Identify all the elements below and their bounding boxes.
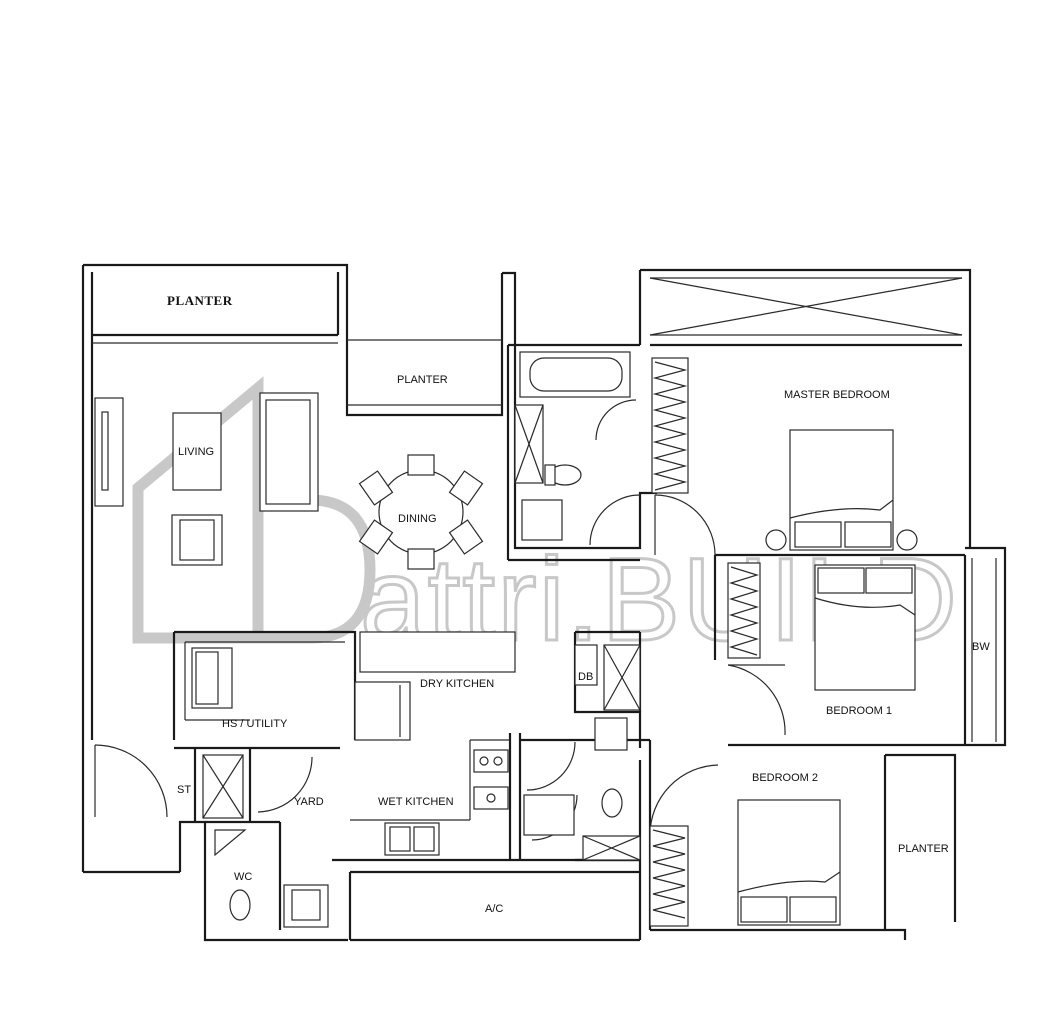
label-ac: A/C [485,903,503,915]
label-living: LIVING [178,446,214,458]
label-planter-right: PLANTER [898,843,949,855]
room-labels: PLANTER PLANTER LIVING DINING MASTER BED… [167,293,990,915]
label-yard: YARD [294,796,324,808]
label-wc: WC [234,871,252,883]
furniture [94,351,997,928]
doors [94,399,786,841]
label-bedroom-1: BEDROOM 1 [826,705,892,717]
label-bw: BW [972,641,990,653]
label-master-bedroom: MASTER BEDROOM [784,389,890,401]
label-st: ST [177,784,191,796]
label-planter-top-left: PLANTER [167,293,233,308]
label-db: DB [578,671,593,683]
label-dry-kitchen: DRY KITCHEN [420,678,494,690]
label-dining: DINING [398,513,437,525]
label-wet-kitchen: WET KITCHEN [378,796,454,808]
label-planter-mid: PLANTER [397,374,448,386]
label-bedroom-2: BEDROOM 2 [752,772,818,784]
walls [81,263,1007,942]
label-hs-utility: HS / UTILITY [222,718,288,730]
